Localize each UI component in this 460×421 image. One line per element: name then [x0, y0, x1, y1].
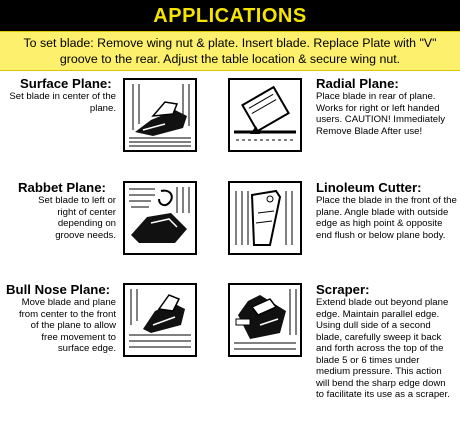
application-bull-nose-plane: Bull Nose Plane: Move blade and plane fr… — [6, 282, 116, 355]
radial-plane-illustration — [228, 78, 302, 152]
application-description: Set blade to left or right of center dep… — [38, 195, 116, 241]
hand-plane-icon — [127, 82, 193, 148]
bull-nose-plane-illustration — [123, 283, 197, 357]
application-description: Set blade in center of the plane. — [9, 91, 116, 114]
rabbet-plane-illustration — [123, 181, 197, 255]
application-description: Place blade in rear of plane. Works for … — [316, 91, 446, 137]
intro-panel: To set blade: Remove wing nut & plate. I… — [0, 31, 460, 71]
page-title: APPLICATIONS — [153, 5, 307, 27]
application-linoleum-cutter: Linoleum Cutter: Place the blade in the … — [316, 180, 458, 241]
bull-nose-plane-icon — [127, 287, 193, 353]
application-title: Linoleum Cutter: — [316, 180, 422, 195]
application-description: Place the blade in the front of the plan… — [316, 195, 457, 241]
intro-text: To set blade: Remove wing nut & plate. I… — [23, 36, 437, 66]
application-description: Move blade and plane from center to the … — [18, 297, 116, 354]
scraper-icon — [232, 287, 298, 353]
application-radial-plane: Radial Plane: Place blade in rear of pla… — [316, 76, 456, 137]
application-title: Surface Plane: — [20, 76, 112, 91]
radial-plane-icon — [232, 82, 298, 148]
application-title: Scraper: — [316, 282, 370, 297]
application-rabbet-plane: Rabbet Plane: Set blade to left or right… — [8, 180, 116, 241]
linoleum-cutter-icon — [232, 185, 298, 251]
rabbet-plane-icon — [127, 185, 193, 251]
surface-plane-illustration — [123, 78, 197, 152]
linoleum-cutter-illustration — [228, 181, 302, 255]
application-title: Rabbet Plane: — [18, 180, 106, 195]
scraper-illustration — [228, 283, 302, 357]
application-scraper: Scraper: Extend blade out beyond plane e… — [316, 282, 456, 401]
application-surface-plane: Surface Plane: Set blade in center of th… — [8, 76, 116, 114]
application-title: Radial Plane: — [316, 76, 399, 91]
application-title: Bull Nose Plane: — [6, 282, 111, 297]
header-banner: APPLICATIONS — [0, 0, 460, 32]
application-description: Extend blade out beyond plane edge. Main… — [316, 297, 450, 400]
